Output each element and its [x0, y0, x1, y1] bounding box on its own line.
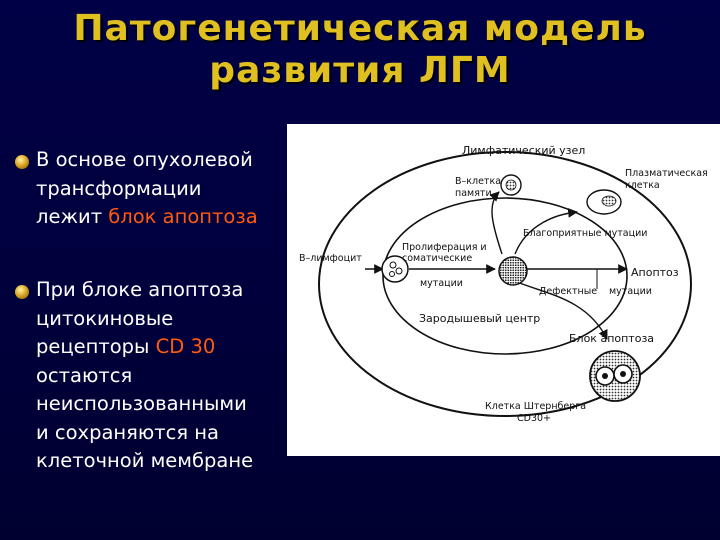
slide-title-line-2: развития ЛГМ — [209, 50, 511, 91]
bullet-text-segment: неиспользованными — [36, 392, 247, 415]
b-lymphocyte — [381, 255, 409, 283]
arrow-to-memory — [489, 191, 503, 255]
label-block: Блок апоптоза — [569, 332, 654, 345]
bullet-2-line-1: При блоке апоптоза — [36, 276, 253, 305]
bullet-2-line-2: цитокиновые — [36, 305, 253, 334]
pathogenesis-diagram: Лимфатический узел В–клетка памяти Плазм… — [287, 124, 720, 456]
arrow-block — [516, 281, 608, 340]
bullet-2-line-3: рецепторы CD 30 — [36, 333, 253, 362]
slide-title-line-1: Патогенетическая модель — [73, 8, 647, 49]
arrow-favorable — [514, 208, 578, 255]
highlight-text: блок апоптоза — [108, 205, 258, 228]
bullet-text-segment: лежит — [36, 205, 109, 228]
germinal-center-outline — [382, 197, 628, 355]
bullet-1-line-1: В основе опухолевой — [36, 146, 258, 175]
bullet-text-segment: рецепторы — [36, 335, 156, 358]
label-prolif-3: мутации — [420, 278, 463, 289]
bullet-text-segment: цитокиновые — [36, 306, 174, 330]
label-b-lymphocyte: В–лимфоцит — [299, 253, 362, 264]
bullet-1-line-3: лежит блок апоптоза — [36, 203, 258, 232]
label-favorable: Благоприятные мутации — [523, 228, 647, 239]
bullet-text-segment: трансформации — [36, 176, 202, 200]
label-plasma-2: клетка — [625, 180, 660, 191]
label-apoptosis: Апоптоз — [631, 266, 679, 279]
bullet-2-line-6: и сохраняются на — [36, 419, 253, 448]
bullet-2-line-5: неиспользованными — [36, 390, 253, 419]
label-prolif-2: соматические — [402, 253, 472, 264]
bullet-1-text: В основе опухолевой трансформации лежит бл… — [36, 146, 258, 232]
bullet-2-icon — [15, 285, 29, 299]
highlight-text: CD 30 — [155, 335, 216, 358]
label-rs-1: Клетка Штернберга — [485, 401, 586, 412]
bullet-text-segment: В основе опухолевой — [36, 148, 253, 171]
bullet-2-text: При блоке апоптоза цитокиновые рецепторы C… — [36, 276, 253, 476]
lymph-node-outline — [318, 151, 692, 417]
bullet-1-line-2: трансформации — [36, 175, 258, 204]
bullet-1-icon — [15, 155, 29, 169]
label-rs-2: CD30+ — [517, 413, 551, 424]
bullet-2-line-4: остаются — [36, 362, 253, 391]
label-defective-1: Дефектные — [539, 286, 597, 297]
bullet-text-segment: При блоке апоптоза — [36, 278, 244, 301]
label-prolif-1: Пролиферация и — [402, 242, 487, 253]
label-b-memory-1: В–клетка — [455, 176, 501, 187]
bullet-text-segment: и сохраняются на — [36, 420, 219, 444]
label-germinal-center: Зародышевый центр — [419, 312, 540, 325]
label-lymph-node: Лимфатический узел — [462, 144, 585, 157]
label-defective-2: мутации — [609, 286, 652, 297]
bullet-text-segment: клеточной мембране — [36, 449, 254, 472]
proliferating-cell — [498, 256, 528, 286]
bullet-2-line-7: клеточной мембране — [36, 447, 253, 476]
label-plasma-1: Плазматическая — [625, 168, 708, 179]
label-b-memory-2: памяти — [455, 188, 492, 199]
bullet-text-segment: остаются — [36, 363, 133, 387]
